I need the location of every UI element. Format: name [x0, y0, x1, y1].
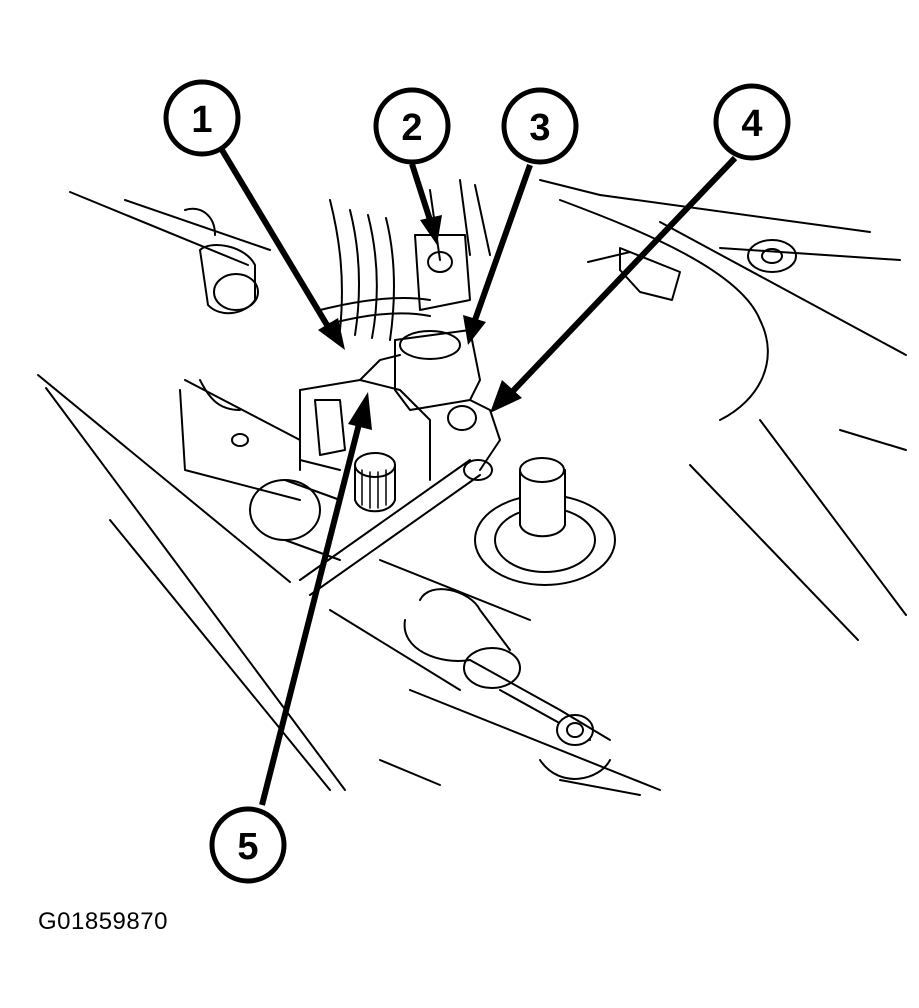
callout-5-label: 5	[237, 826, 258, 868]
adjuster-knob	[354, 452, 396, 513]
arrowhead-4	[490, 380, 522, 413]
callout-4: 4	[713, 83, 791, 161]
callout-2: 2	[373, 87, 451, 165]
callout-1: 1	[163, 79, 241, 157]
mounting-plate	[559, 199, 797, 421]
figure-id-label: G01859870	[38, 908, 168, 935]
leader-4	[509, 155, 738, 395]
leader-lines	[219, 148, 738, 806]
leader-2	[409, 163, 433, 221]
pivot-cylinder	[249, 479, 341, 561]
callout-4-label: 4	[741, 103, 762, 145]
callout-3-label: 3	[529, 107, 550, 149]
callout-1-label: 1	[191, 99, 212, 141]
arrowhead-5	[348, 392, 372, 430]
arrowhead-3	[463, 315, 486, 345]
switch-assembly	[299, 234, 501, 481]
leader-3	[472, 163, 533, 322]
arrowhead-2	[420, 215, 442, 245]
linkage-rod	[299, 459, 493, 596]
leader-1	[219, 148, 333, 332]
body-panel-outlines	[37, 179, 907, 796]
callout-3: 3	[501, 87, 579, 165]
steering-shaft	[329, 559, 611, 780]
callout-5: 5	[209, 806, 287, 884]
callout-2-label: 2	[401, 107, 422, 149]
arrowhead-1	[318, 318, 345, 350]
leader-5	[259, 419, 363, 806]
stud-bolt	[474, 457, 616, 586]
